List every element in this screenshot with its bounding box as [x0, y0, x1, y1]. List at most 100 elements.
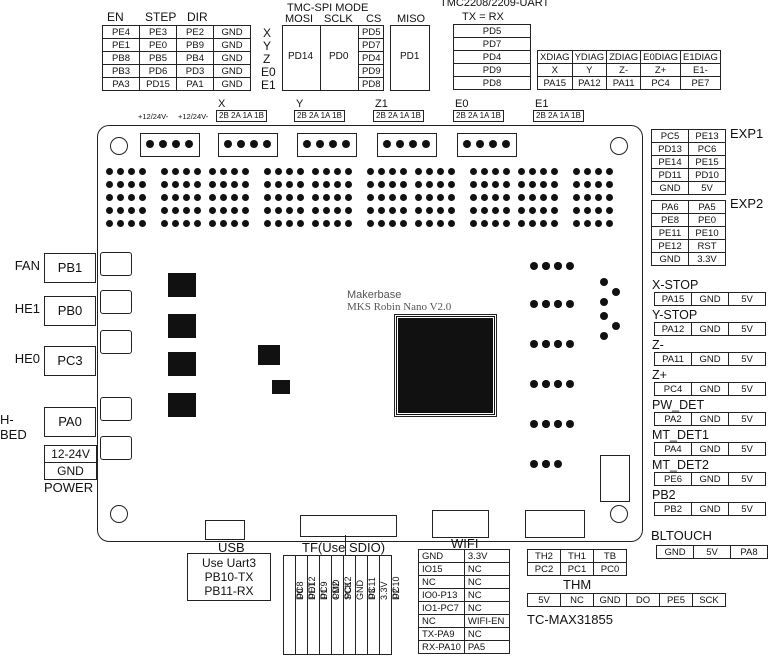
pin-dot: [584, 181, 591, 188]
pin-dot: [264, 220, 271, 227]
pin-dot: [489, 140, 497, 148]
usb-info-box: Use Uart3 PB10-TX PB11-RX: [187, 553, 271, 601]
pin-dot: [470, 168, 477, 175]
table-row: PD5: [453, 24, 531, 38]
pin-cell: 3.3V: [688, 252, 726, 266]
pin-dot: [286, 181, 293, 188]
pin-dot: [146, 140, 154, 148]
pin-dot: [540, 168, 547, 175]
pin-dot: [242, 220, 249, 227]
pin-dot: [584, 220, 591, 227]
pin-dot: [540, 194, 547, 201]
pin-dot: [367, 220, 374, 227]
pin-cell: NC: [418, 575, 465, 589]
pin-cell: PE11: [651, 226, 689, 240]
pin-dot: [542, 300, 550, 308]
pin-dot: [437, 220, 444, 227]
pin-dot: [263, 140, 271, 148]
uart-pin-cell: PD9: [453, 63, 531, 77]
pin-dot: [426, 194, 433, 201]
he1-terminal: [100, 290, 132, 314]
tmc-cs-label: CS: [366, 13, 382, 25]
pin-dot: [437, 168, 444, 175]
pin-cell: PA12: [654, 322, 692, 336]
pin-dot: [161, 220, 168, 227]
pin-dot: [297, 194, 304, 201]
pin-dot: [323, 181, 330, 188]
pin-dot: [159, 140, 167, 148]
pin-dot: [566, 340, 574, 348]
pin-dot: [106, 207, 113, 214]
pin-dot: [209, 194, 216, 201]
uart-pin-cell: PD7: [453, 37, 531, 51]
pin-dot: [518, 207, 525, 214]
tc-cell: PE5: [659, 593, 693, 607]
pin-dot: [481, 220, 488, 227]
table-row: PD4: [357, 51, 385, 65]
pin-dot: [128, 181, 135, 188]
pin-dot: [400, 168, 407, 175]
pin-dot: [312, 220, 319, 227]
pin-dot: [396, 140, 404, 148]
endstop-label: Z+: [652, 368, 667, 382]
pin-dot: [554, 380, 562, 388]
diag-cell: YDIAG: [571, 50, 608, 64]
pin-dot: [334, 194, 341, 201]
tc-cell: NC: [560, 593, 594, 607]
pin-dot: [530, 262, 538, 270]
table-row: PD8: [357, 77, 385, 91]
pin-dot: [117, 181, 124, 188]
table-row: PD4: [453, 50, 531, 64]
endstop-label: Z-: [652, 338, 664, 352]
pin-dot: [286, 194, 293, 201]
pin-cell: GND: [213, 51, 251, 65]
motor-pinout-0: 2B 2A 1A 1B: [216, 110, 267, 122]
tc-cell: SCK: [692, 593, 726, 607]
thm-cell: PC2: [527, 562, 561, 576]
endstop-label: MT_DET1: [652, 428, 709, 442]
power-output-label: H-BED: [0, 412, 27, 442]
pin-cell: PE2: [176, 25, 214, 39]
mount-hole-tl: [110, 137, 128, 155]
pin-dot: [400, 220, 407, 227]
power-gnd-box: GND: [44, 462, 97, 480]
tmc-sclk-pin: PD0: [329, 51, 349, 62]
pin-dot: [573, 168, 580, 175]
pin-dot: [529, 207, 536, 214]
pin-dot: [183, 194, 190, 201]
pin-dot: [345, 207, 352, 214]
pin-dot: [606, 220, 613, 227]
table-row: PD5: [357, 25, 385, 39]
motor-pinout-3: 2B 2A 1A 1B: [453, 110, 504, 122]
pin-dot: [437, 207, 444, 214]
pin-dot: [530, 300, 538, 308]
pin-cell: PA8: [730, 545, 768, 559]
pin-dot: [415, 168, 422, 175]
power-output-pin: PC3: [44, 346, 96, 376]
sd-leader: [345, 535, 346, 555]
motor-name-1: Y: [296, 98, 304, 110]
fan-terminal: [100, 252, 132, 276]
pin-dot: [220, 220, 227, 227]
pin-dot: [312, 194, 319, 201]
diag-cell: PA11: [606, 76, 642, 90]
pin-dot: [194, 207, 201, 214]
pin-cell: PB3: [102, 64, 140, 78]
pin-dot: [530, 380, 538, 388]
pin-cell: PC4: [654, 382, 692, 396]
table-row: PD7: [357, 38, 385, 52]
pin-cell: GND: [213, 38, 251, 52]
pin-dot: [297, 207, 304, 214]
pin-dot: [566, 300, 574, 308]
pin-dot: [220, 168, 227, 175]
